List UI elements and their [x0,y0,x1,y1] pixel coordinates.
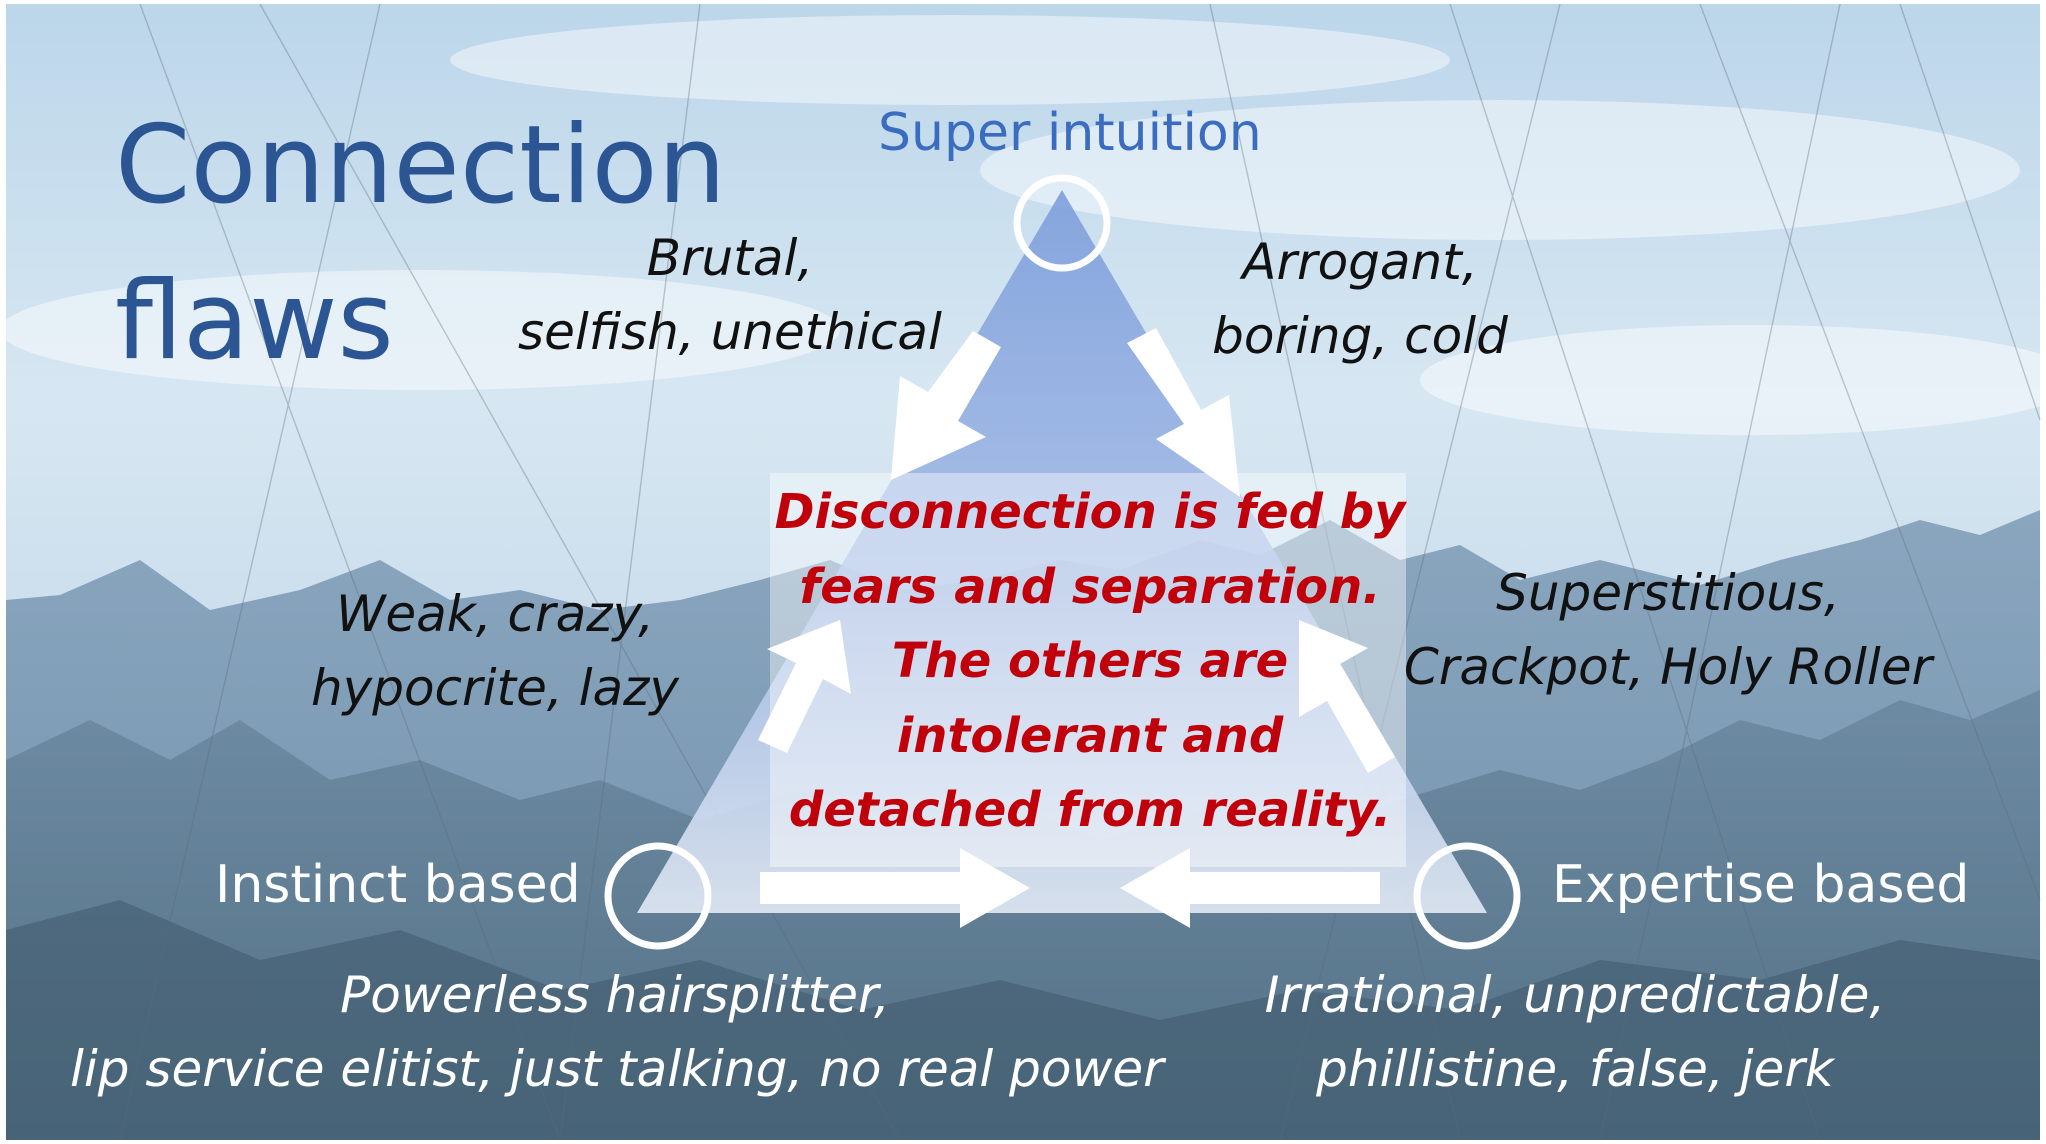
arrow-top-to-right [1127,328,1240,497]
title-line-2: flaws [115,259,394,384]
center-line-4: intolerant and [896,707,1284,764]
center-line-5: detached from reality. [788,782,1392,838]
flaws-mid-left: Weak, crazy, hypocrite, lazy [305,577,685,725]
flaws-top-right: Arrogant, boring, cold [1195,225,1525,373]
flaws-top-right-line-2: boring, cold [1212,307,1508,365]
flaws-bottom-left-line-1: Powerless hairsplitter, [340,966,890,1024]
flaws-top-right-line-1: Arrogant, [1242,233,1478,291]
cable-wires [119,3,2041,1141]
center-line-2: fears and separation. [799,558,1381,615]
node-label-instinct-based: Instinct based [215,855,581,915]
flaws-mid-right-line-1: Superstitious, [1496,564,1840,622]
node-label-super-intuition: Super intuition [878,103,1262,163]
title-line-1: Connection [115,103,727,228]
arrow-right-up [1299,620,1395,773]
flaws-top-left-line-1: Brutal, [646,229,814,287]
flaws-bottom-right-line-2: phillistine, false, jerk [1316,1040,1834,1098]
flaws-bottom-left-line-2: lip service elitist, just talking, no re… [70,1040,1164,1098]
center-statement: Disconnection is fed by fears and separa… [770,475,1410,848]
flaws-mid-right-line-2: Crackpot, Holy Roller [1403,638,1933,696]
center-line-1: Disconnection is fed by [774,484,1406,540]
triangle [637,190,1487,913]
slide-title: Connection flaws [115,88,726,400]
flaws-top-left-line-2: selfish, unethical [518,303,942,361]
node-circle-right [1413,842,1521,950]
flaws-mid-left-line-2: hypocrite, lazy [310,659,680,717]
flaws-mid-right: Superstitious, Crackpot, Holy Roller [1398,556,1938,704]
flaws-top-left: Brutal, selfish, unethical [505,221,955,369]
arrow-top-to-left [891,331,1001,480]
valley [6,900,2040,1140]
arrows [758,328,1395,928]
center-line-3: The others are [891,633,1289,689]
flaws-bottom-left: Powerless hairsplitter, lip service elit… [70,958,1164,1106]
node-circle-top [1013,174,1111,272]
flaws-bottom-right: Irrational, unpredictable, phillistine, … [1260,958,1890,1106]
arrow-right-to-left [1120,848,1380,928]
flaws-mid-left-line-1: Weak, crazy, [335,585,655,643]
flaws-bottom-right-line-1: Irrational, unpredictable, [1264,966,1886,1024]
arrow-left-to-right [760,848,1030,928]
node-label-expertise-based: Expertise based [1552,855,1970,915]
node-circle-left [604,842,712,950]
clouds [0,15,2046,435]
arrow-left-up [758,620,851,753]
